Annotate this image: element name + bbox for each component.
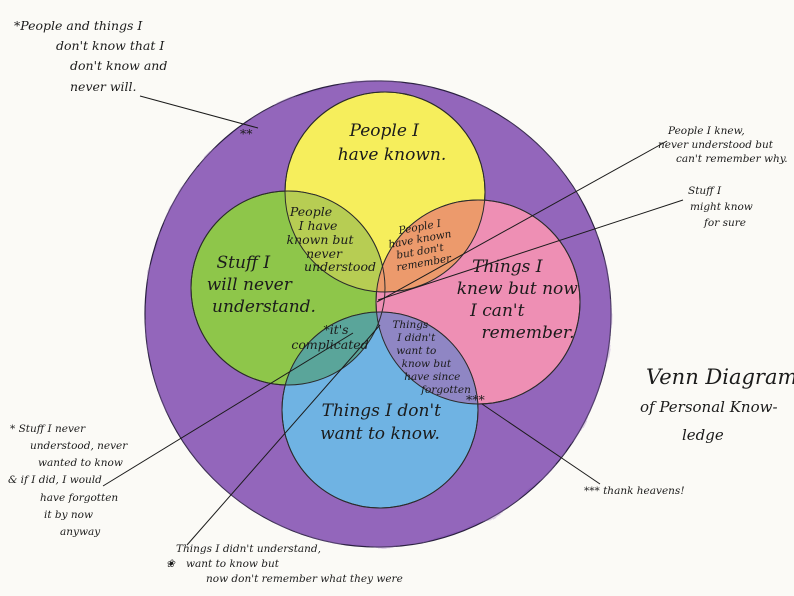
label-green-blue: *it's complicated <box>291 322 368 352</box>
label-yellow: People I have known. <box>338 121 447 165</box>
circle-outlines <box>190 91 581 509</box>
pink-blue-marker: *** <box>466 392 486 407</box>
label-green: Stuff I will never understand. <box>207 253 316 317</box>
overlap-yellow-pink <box>376 200 485 292</box>
outer-marker: ** <box>240 126 253 141</box>
annotation-top-left: *People and things I don't know that I d… <box>14 18 171 94</box>
annotation-bottom-right: *** thank heavens! <box>584 485 685 497</box>
overlap-pink-blue <box>376 312 478 404</box>
annotation-right: Stuff I might know for sure <box>688 185 756 229</box>
label-pink: Things I knew but now I can't remember. <box>457 257 583 343</box>
annotation-bottom-marker: ❀ <box>166 558 176 570</box>
diagram-subtitle-1: of Personal Know- <box>640 398 778 416</box>
pointer-lines <box>102 95 684 546</box>
label-yellow-pink: People I have known but don't remember <box>385 216 459 275</box>
label-pink-blue: Things I didn't want to know but have si… <box>392 319 471 396</box>
overlap-green-blue <box>282 312 385 385</box>
label-yellow-green: People I have known but never understood <box>287 204 376 274</box>
annotation-top-right: People I knew, never understood but can'… <box>658 125 788 165</box>
annotation-bottom: Things I didn't understand, want to know… <box>176 543 403 585</box>
diagram-subtitle-2: ledge <box>682 426 724 444</box>
label-blue: Things I don't want to know. <box>320 401 446 444</box>
annotation-left: * Stuff I never understood, never wanted… <box>8 423 131 538</box>
diagram-title: Venn Diagram <box>646 365 794 389</box>
